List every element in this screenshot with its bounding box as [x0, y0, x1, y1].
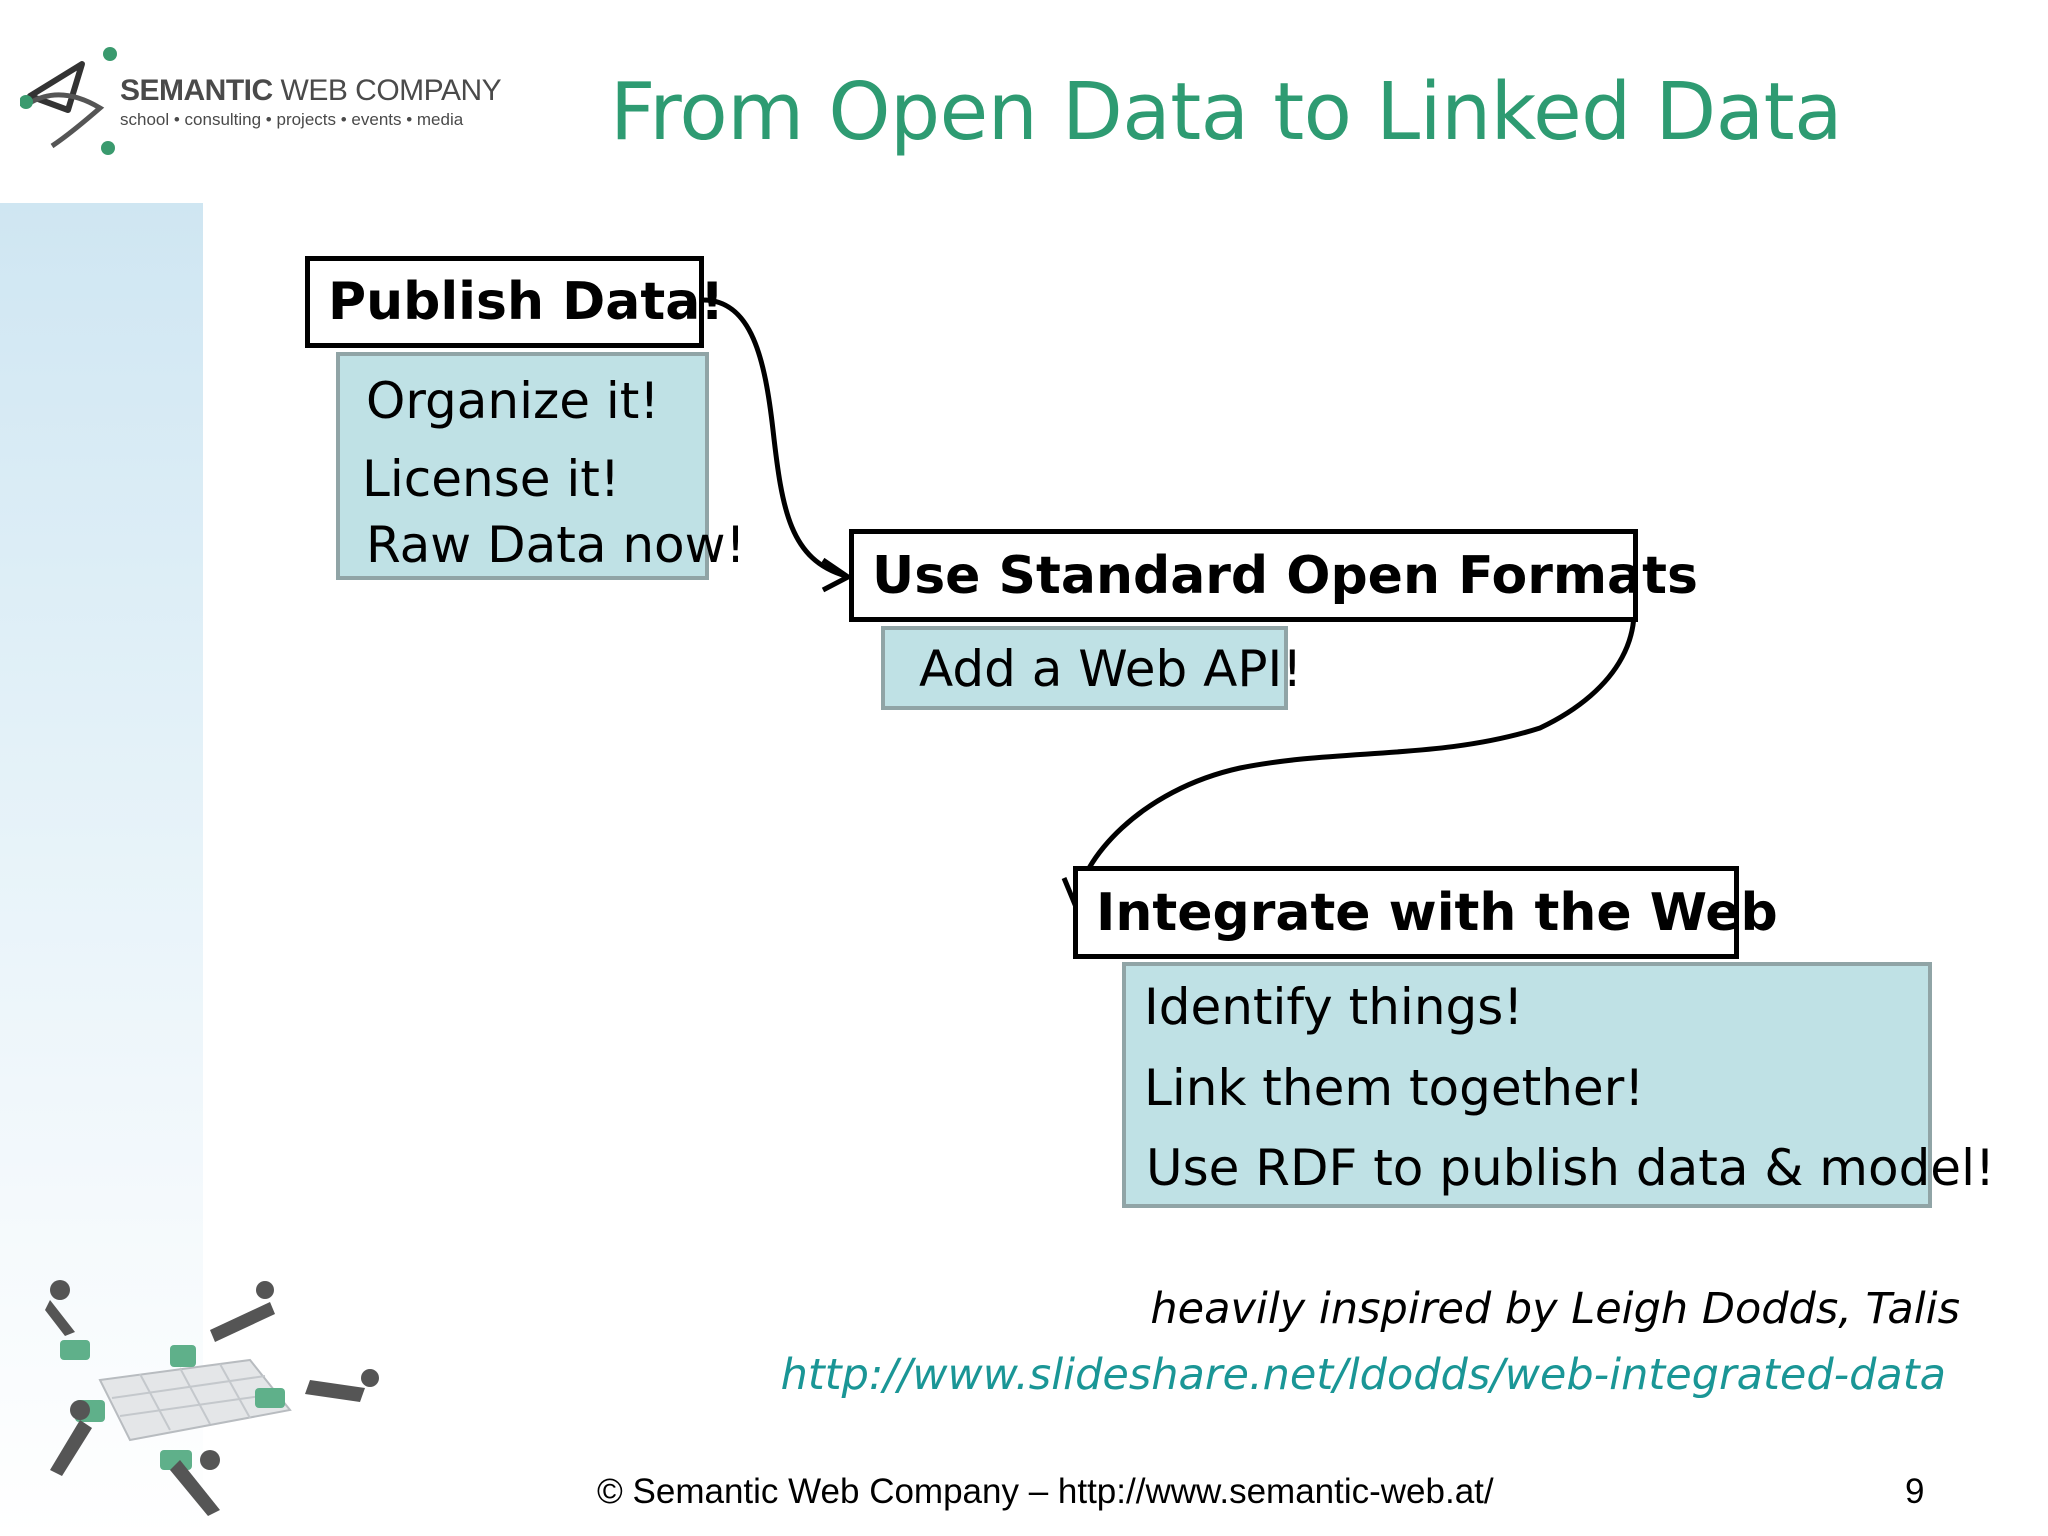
credit-text: heavily inspired by Leigh Dodds, Talis — [1150, 1284, 1960, 1334]
step-publish-heading: Publish Data! — [305, 256, 724, 348]
arrow-formats-to-integrate — [1073, 571, 1637, 906]
list-item: Add a Web API! — [919, 640, 1303, 698]
arrowhead-formats — [821, 557, 853, 593]
person-silhouette-icon — [45, 1280, 379, 1516]
step-formats-items: Add a Web API! — [881, 626, 1302, 710]
list-item: License it! — [362, 450, 620, 508]
logo-tagline: school • consulting • projects • events … — [120, 110, 464, 129]
list-item: Identify things! — [1144, 978, 1524, 1036]
step-integrate-items: Identify things! Link them together! Use… — [1122, 962, 1995, 1208]
arrow-publish-to-formats — [702, 297, 847, 579]
company-logo: SEMANTIC WEB COMPANY school • consulting… — [20, 44, 502, 164]
side-gradient-band — [0, 203, 203, 1536]
step-integrate-heading: Integrate with the Web — [1073, 866, 1778, 959]
logo-wordmark: SEMANTIC WEB COMPANY — [120, 74, 502, 107]
list-item: Link them together! — [1144, 1059, 1645, 1117]
step-formats-heading: Use Standard Open Formats — [849, 529, 1698, 622]
logo-mark-icon — [20, 47, 117, 155]
list-item: Organize it! — [366, 372, 660, 430]
list-item: Raw Data now! — [366, 516, 746, 574]
footer-copyright: © Semantic Web Company – http://www.sema… — [597, 1472, 1494, 1511]
page-number: 9 — [1905, 1472, 1925, 1511]
puzzle-people-illustration — [45, 1280, 379, 1516]
source-link[interactable]: http://www.slideshare.net/ldodds/web-int… — [780, 1350, 1946, 1400]
puzzle-board-icon — [98, 1358, 292, 1442]
step-publish-items: Organize it! License it! Raw Data now! — [336, 352, 746, 580]
list-item: Use RDF to publish data & model! — [1146, 1139, 1995, 1197]
slide-title: From Open Data to Linked Data — [610, 66, 1843, 158]
